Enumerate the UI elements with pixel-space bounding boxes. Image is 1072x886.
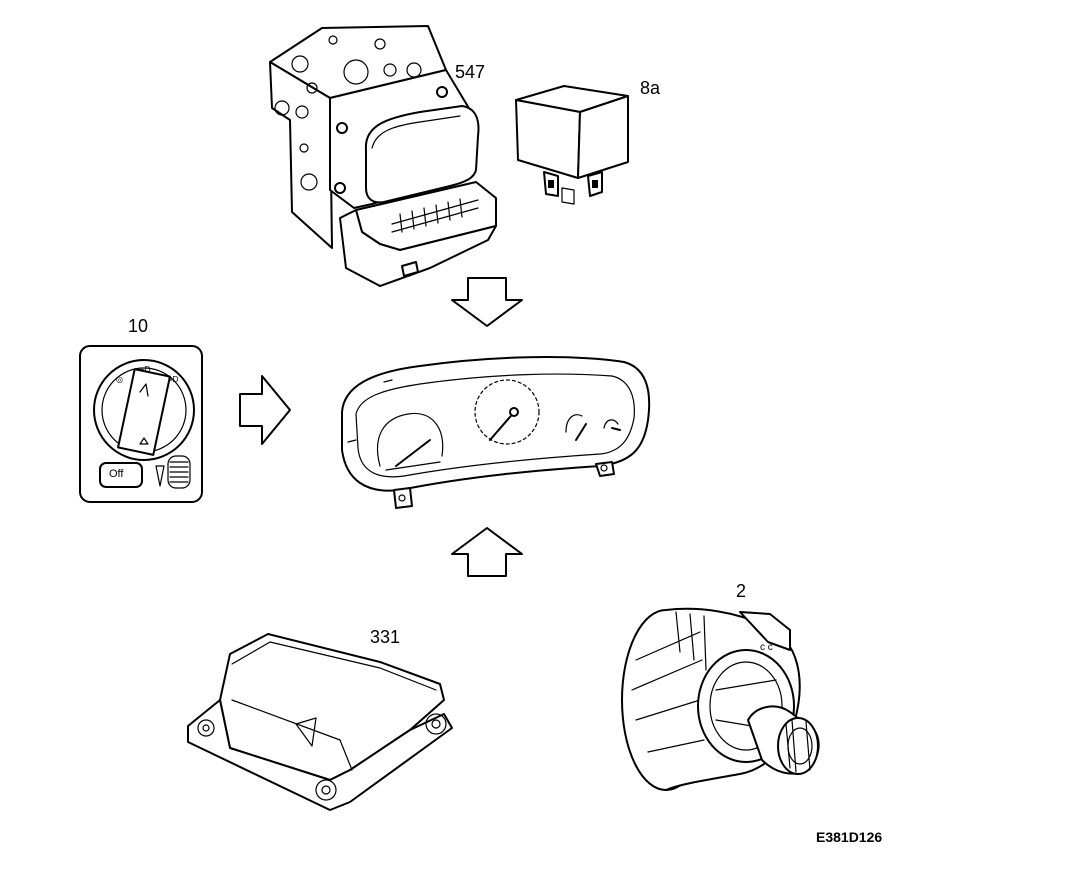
relay [515,85,629,205]
figure-code: E381D126 [816,829,883,845]
alternator: c c [621,607,820,791]
arrow-right [239,375,291,445]
alternator-label: 2 [736,581,747,601]
light-switch-panel: ◎ ≡D ≡D [79,345,203,503]
abs-unit-label: 547 [455,62,486,82]
svg-text:◎: ◎ [116,375,123,384]
airbag-module-label: 331 [370,627,401,647]
arrow-up [451,527,523,577]
svg-text:≡D: ≡D [140,365,151,374]
airbag-module [187,633,453,811]
light-switch-off-button-text: Off [109,468,124,480]
relay-label: 8a [640,78,661,98]
svg-text:≡D: ≡D [168,375,179,384]
svg-text:c c: c c [760,642,773,653]
arrow-down [451,277,523,327]
light-switch-label: 10 [128,316,149,336]
instrument-cluster [341,356,651,509]
abs-control-unit [269,25,497,287]
